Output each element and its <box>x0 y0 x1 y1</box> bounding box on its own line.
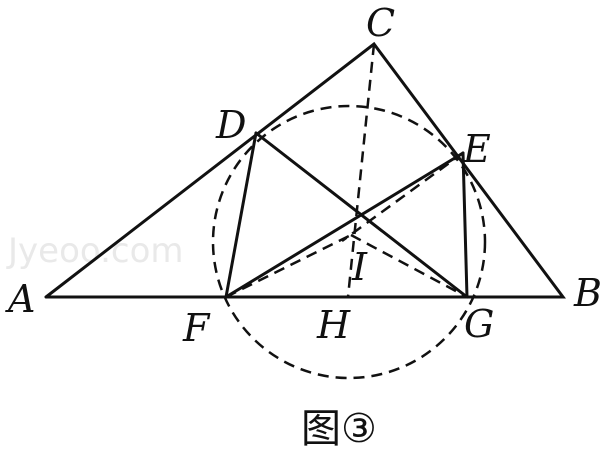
label-point-C: C <box>366 1 395 45</box>
segment-FE <box>224 151 465 299</box>
segment-EG <box>461 151 469 299</box>
label-point-H: H <box>316 303 351 347</box>
segment-FI-dashed <box>225 233 352 299</box>
label-point-I: I <box>351 245 368 289</box>
label-point-F: F <box>182 306 211 350</box>
segment-DF <box>224 131 258 299</box>
triangle-ABC <box>44 41 566 299</box>
label-point-A: A <box>5 277 35 321</box>
label-point-B: B <box>573 271 602 315</box>
altitude-CH <box>346 43 376 298</box>
label-point-E: E <box>462 127 491 171</box>
segment-EI-dashed <box>341 151 464 243</box>
figure-caption: 图③ <box>301 406 377 452</box>
dashed-circle <box>211 104 487 380</box>
label-point-D: D <box>215 103 246 147</box>
watermark: Jyeoo.com <box>6 231 184 271</box>
segment-IG-dashed <box>350 233 468 299</box>
label-point-G: G <box>464 302 494 346</box>
